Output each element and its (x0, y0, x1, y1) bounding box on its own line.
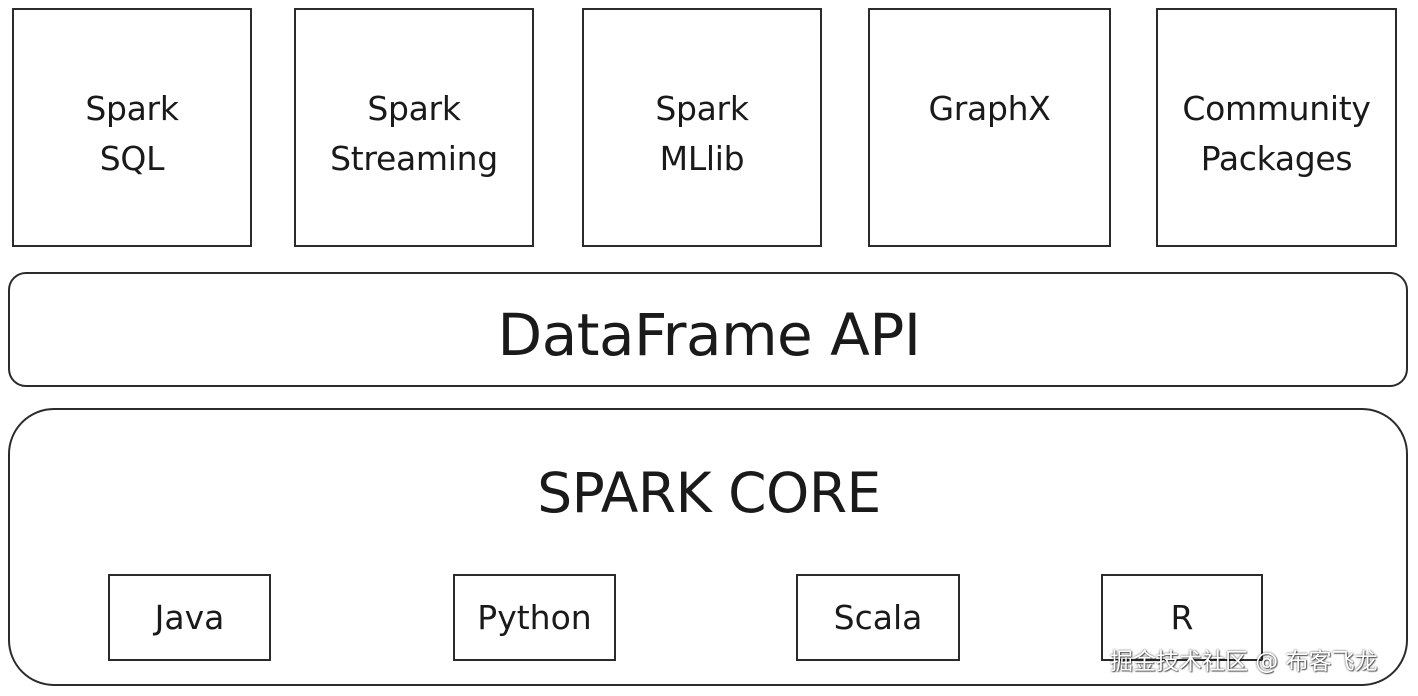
module-spark-mllib: Spark MLlib (582, 8, 822, 247)
module-label-line: Spark (655, 89, 749, 128)
language-label: Java (154, 598, 225, 637)
module-label-line: MLlib (659, 139, 745, 178)
dataframe-api-label: DataFrame API (497, 301, 921, 369)
language-box-java: Java (108, 574, 271, 661)
module-label-line: Packages (1200, 139, 1353, 178)
module-label-line: Streaming (330, 139, 498, 178)
module-label-line: Spark (85, 89, 179, 128)
module-label-line: Spark (367, 89, 461, 128)
module-label-line: SQL (99, 139, 165, 178)
language-box-scala: Scala (796, 574, 960, 661)
module-label-line: Community (1182, 89, 1371, 128)
module-label-line: GraphX (928, 89, 1051, 128)
dataframe-api-layer (8, 272, 1408, 387)
language-label: Python (477, 598, 592, 637)
watermark: 掘金技术社区 @ 布客飞龙 (1110, 649, 1378, 675)
module-spark-sql: Spark SQL (12, 8, 252, 247)
module-spark-streaming: Spark Streaming (294, 8, 534, 247)
language-box-r: R (1101, 574, 1263, 661)
language-label: Scala (833, 598, 923, 637)
spark-core-label: SPARK CORE (537, 461, 881, 525)
language-label: R (1170, 598, 1194, 637)
module-community-packages: Community Packages (1156, 8, 1397, 247)
language-box-python: Python (453, 574, 616, 661)
module-graphx: GraphX (868, 8, 1111, 247)
